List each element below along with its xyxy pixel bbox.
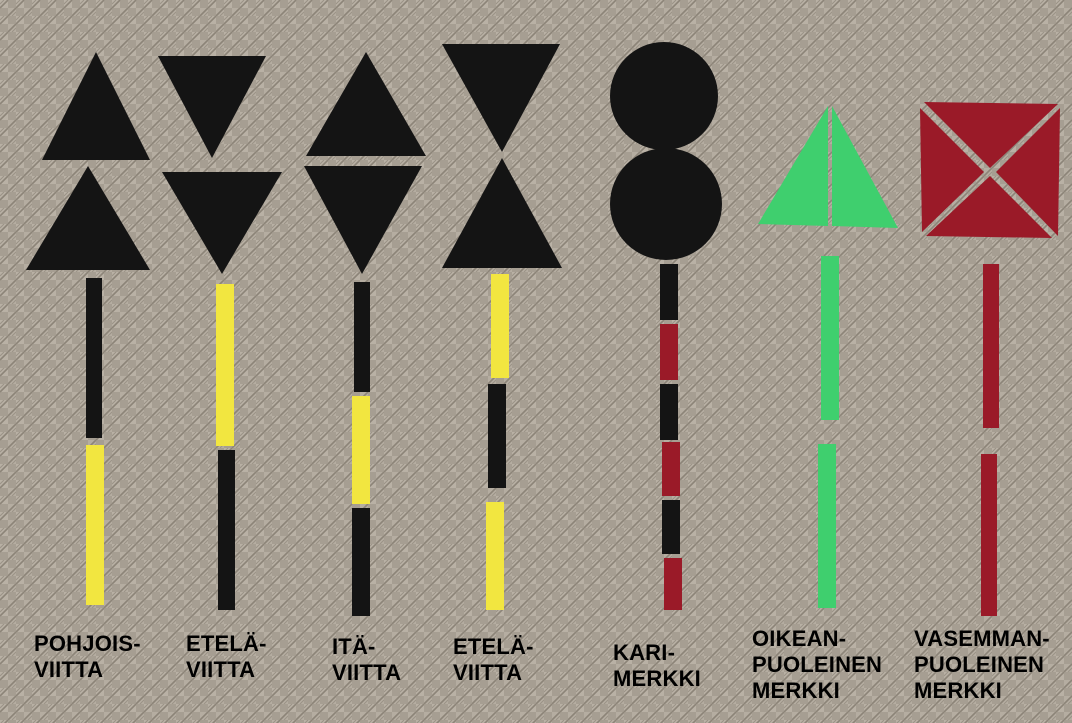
pole-band-black [660, 384, 678, 440]
pole-band-red [981, 454, 997, 616]
label-line: ITÄ- [332, 634, 401, 660]
topmark-sphere-upper [610, 42, 718, 150]
pole-band-yellow [491, 274, 509, 378]
label-line: PUOLEINEN [752, 652, 882, 678]
pole-band-black [218, 450, 235, 610]
pole-band-black [660, 264, 678, 320]
pole-band-red [662, 442, 680, 496]
label-line: ETELÄ- [186, 631, 267, 657]
label-etelaviitta-2: ETELÄ- VIITTA [453, 634, 534, 686]
label-line: VASEMMAN- [914, 626, 1050, 652]
label-line: PUOLEINEN [914, 652, 1050, 678]
pole-band-red [660, 324, 678, 380]
pole-band-black [86, 278, 102, 438]
label-line: VIITTA [34, 657, 141, 683]
label-line: MERKKI [914, 678, 1050, 704]
label-line: KARI- [613, 640, 701, 666]
label-line: OIKEAN- [752, 626, 882, 652]
pole-band-black [488, 384, 506, 488]
label-line: MERKKI [752, 678, 882, 704]
label-vasemmanpuoleinen: VASEMMAN- PUOLEINEN MERKKI [914, 626, 1050, 704]
pole-band-yellow [352, 396, 370, 504]
label-line: ETELÄ- [453, 634, 534, 660]
pole-band-yellow [486, 502, 504, 610]
topmark-sphere-lower [610, 148, 722, 260]
pole-band-yellow [86, 445, 104, 605]
pole-band-green [818, 444, 836, 608]
label-line: VIITTA [332, 660, 401, 686]
pole-band-yellow [216, 284, 234, 446]
label-line: MERKKI [613, 666, 701, 692]
label-pohjoisviitta: POHJOIS- VIITTA [34, 631, 141, 683]
pole-band-black [662, 500, 680, 554]
label-line: POHJOIS- [34, 631, 141, 657]
pole-band-green [821, 256, 839, 420]
label-karimerkki: KARI- MERKKI [613, 640, 701, 692]
pole-band-red [664, 558, 682, 610]
pole-band-black [352, 508, 370, 616]
label-line: VIITTA [453, 660, 534, 686]
pole-band-red [983, 264, 999, 428]
pole-band-black [354, 282, 370, 392]
label-itaviitta: ITÄ- VIITTA [332, 634, 401, 686]
label-etelaviitta-1: ETELÄ- VIITTA [186, 631, 267, 683]
label-oikeanpuoleinen: OIKEAN- PUOLEINEN MERKKI [752, 626, 882, 704]
label-line: VIITTA [186, 657, 267, 683]
